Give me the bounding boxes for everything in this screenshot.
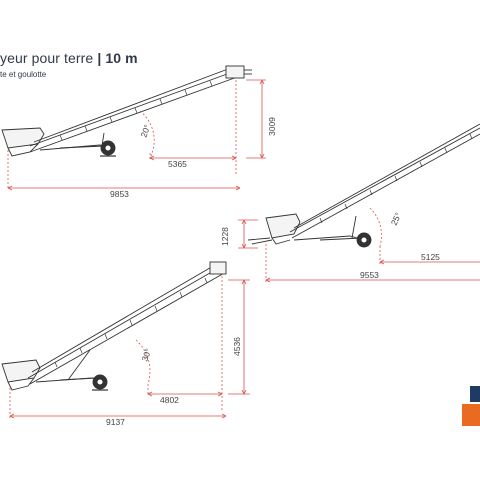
title-separator: | <box>97 50 102 66</box>
height-dimension-label: 1228 <box>220 227 230 246</box>
conveyor-machine <box>1 261 227 391</box>
dimension-lines <box>7 79 266 191</box>
total-length-label: 9137 <box>106 417 125 427</box>
page-subtitle: te et goulotte <box>0 70 47 79</box>
horizontal-dimension-label: 4802 <box>160 395 179 405</box>
logo-orange-mark <box>462 404 480 426</box>
conveyor-diagram-25: 1228 25° 5125 9553 <box>220 123 480 284</box>
dimension-lines <box>238 207 480 284</box>
conveyor-diagram-30: 30° 4802 9137 4536 <box>1 261 250 427</box>
height-dimension-label: 4536 <box>232 337 242 356</box>
angle-label: 20° <box>138 123 152 139</box>
conveyor-machine <box>1 65 252 157</box>
title-length: 10 m <box>105 50 138 66</box>
height-dimension-label: 3009 <box>267 117 277 136</box>
total-length-label: 9853 <box>110 189 129 199</box>
angle-label: 30° <box>139 347 153 363</box>
title-main: yeur pour terre <box>0 50 94 66</box>
total-length-label: 9553 <box>360 270 379 280</box>
angle-label: 25° <box>389 211 403 227</box>
conveyor-diagram-20: 20° 5365 9853 3009 <box>1 65 277 199</box>
conveyor-machine <box>247 123 480 248</box>
logo-blue-mark <box>470 386 480 402</box>
brand-logo <box>462 386 480 428</box>
horizontal-dimension-label: 5125 <box>421 252 440 262</box>
page-title: yeur pour terre | 10 m <box>0 50 138 66</box>
horizontal-dimension-label: 5365 <box>168 159 187 169</box>
dimension-lines <box>9 276 250 420</box>
